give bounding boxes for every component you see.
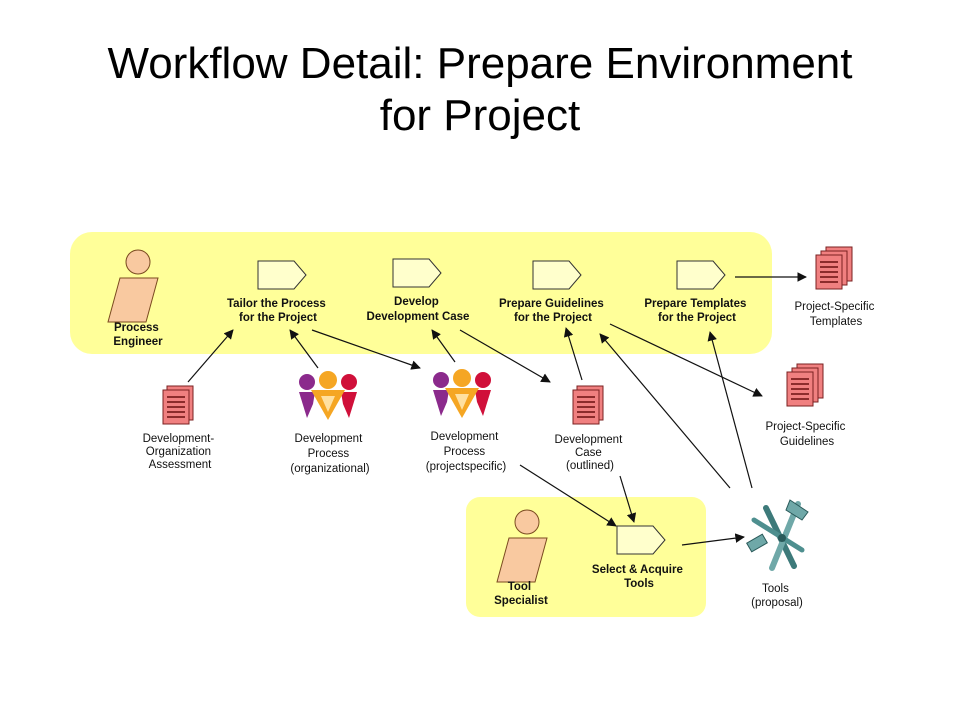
process-projectspecific-icon [433, 369, 491, 418]
arrow-dev-case-to-guidelines [563, 327, 583, 381]
arrow-process-org-to-tailor [289, 329, 319, 369]
activity-templates-label: Prepare Templates for the Project [644, 298, 749, 324]
process-engineer-label: Process Engineer [113, 322, 163, 348]
activity-guidelines-label: Prepare Guidelines for the Project [499, 298, 607, 324]
page-title-line-1: Workflow Detail: Prepare Environment [107, 39, 853, 88]
process-organizational-label: Development Process (organizational) [290, 433, 369, 475]
assessment-document-icon [162, 385, 194, 425]
arrow-tools-to-guidelines [599, 333, 731, 489]
page-title-line-2: for Project [379, 91, 581, 140]
arrow-process-proj-to-develop [431, 329, 456, 363]
project-guidelines-label: Project-Specific Guidelines [765, 421, 848, 448]
tools-icon [746, 499, 809, 571]
development-case-label: Development Case (outlined) [555, 434, 626, 472]
project-guidelines-document-icon [786, 363, 824, 407]
arrow-dev-case-to-select [619, 475, 637, 523]
arrow-guidelines-to-proj-guidelines [609, 323, 763, 397]
page-title: Workflow Detail: Prepare Environment for… [0, 38, 960, 142]
tool-specialist-label: Tool Specialist [494, 581, 548, 607]
tools-label: Tools (proposal) [751, 583, 803, 609]
arrow-select-to-tools [681, 533, 745, 546]
process-projectspecific-label: Development Process (projectspecific) [426, 431, 507, 473]
activity-tailor-label: Tailor the Process for the Project [227, 298, 329, 324]
assessment-label: Development- Organization Assessment [143, 433, 218, 471]
arrow-develop-to-dev-case [459, 329, 551, 383]
project-templates-document-icon [815, 246, 853, 290]
arrow-tools-to-templates [707, 331, 753, 489]
process-engineer-swimlane [70, 232, 772, 354]
activity-select-label: Select & Acquire Tools [592, 564, 686, 590]
activity-develop-label: Develop Development Case [367, 296, 470, 323]
arrow-assessment-to-tailor [187, 329, 234, 383]
connector-arrows [187, 272, 807, 546]
arrow-process-proj-to-select [519, 464, 617, 527]
project-templates-label: Project-Specific Templates [794, 301, 877, 328]
process-organizational-icon [299, 371, 357, 420]
development-case-document-icon [572, 385, 604, 425]
arrow-tailor-to-process-proj [311, 329, 421, 370]
